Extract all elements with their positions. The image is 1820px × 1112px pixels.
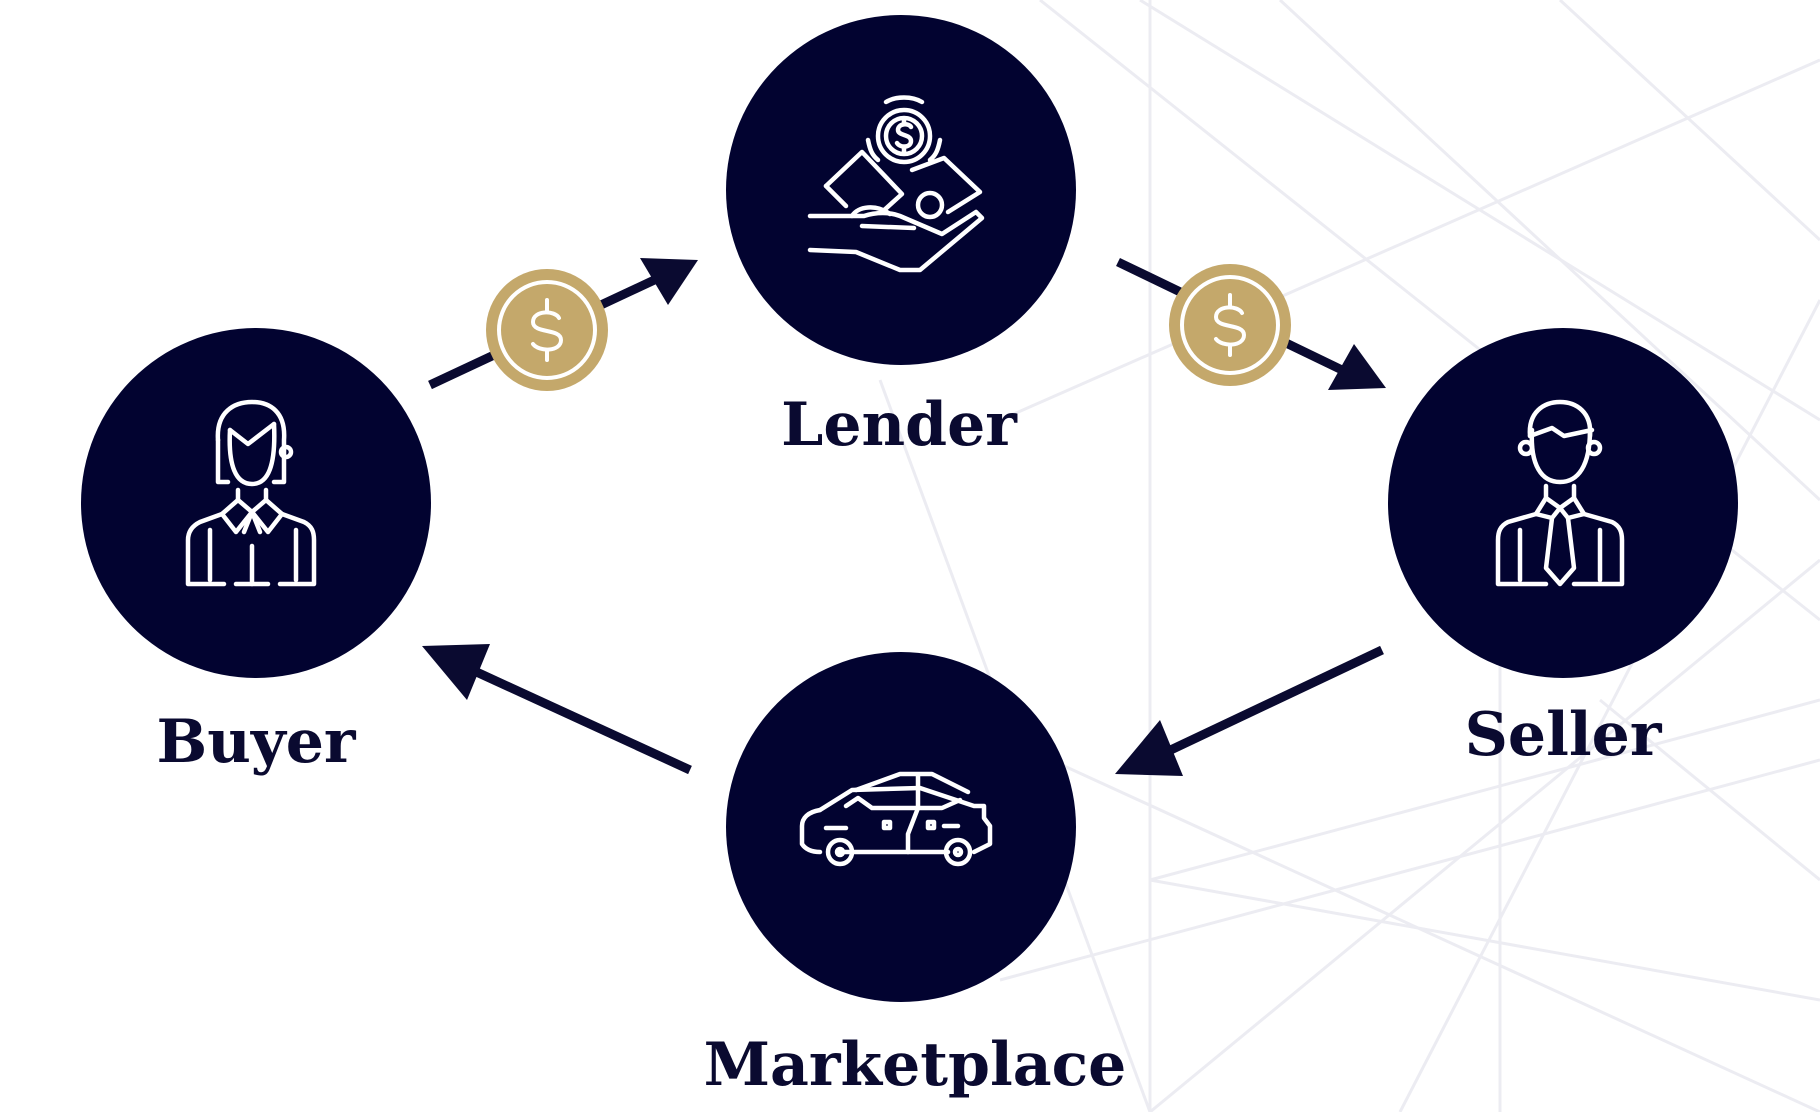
- arrow-marketplace-to-buyer: [468, 664, 692, 775]
- arrowhead-marketplace: [1115, 720, 1183, 776]
- arrow-seller-to-marketplace: [1156, 645, 1384, 761]
- arrowhead-buyer: [422, 644, 490, 700]
- dollar-coin-icon: [486, 269, 608, 391]
- marketplace-label: Marketplace: [704, 1030, 1127, 1100]
- node-seller: Seller: [1388, 328, 1738, 770]
- node-lender: Lender: [726, 15, 1076, 460]
- arrowheads: [422, 258, 1386, 776]
- female-person-icon: [185, 399, 317, 587]
- arrowhead-lender: [640, 258, 698, 305]
- arrowhead-seller: [1328, 344, 1386, 390]
- seller-label: Seller: [1465, 700, 1663, 770]
- buyer-label: Buyer: [157, 707, 357, 777]
- car-icon: [799, 771, 993, 867]
- male-person-tie-icon: [1495, 399, 1625, 587]
- lender-label: Lender: [781, 390, 1018, 460]
- dollar-coin-icon: [1169, 264, 1291, 386]
- node-marketplace: Marketplace: [704, 652, 1127, 1100]
- money-hand-icon: [807, 95, 985, 273]
- node-buyer: Buyer: [81, 328, 431, 777]
